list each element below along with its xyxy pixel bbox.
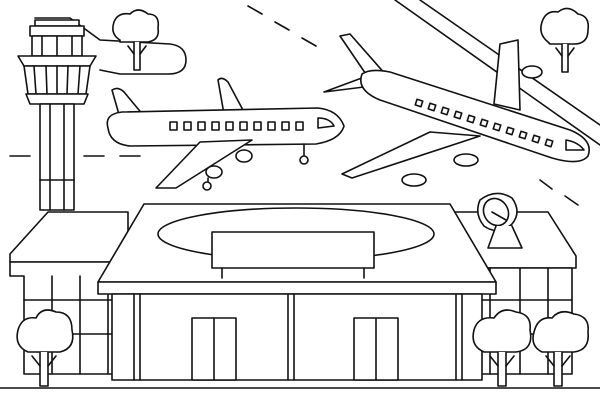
control-tower: [17, 19, 97, 211]
runway-diagonal-top: [247, 5, 579, 206]
tree-bottom-left: [16, 309, 74, 387]
jet-airliner-windows: [414, 98, 554, 148]
tree-bottom-right-2: [532, 310, 590, 387]
walkway-curve: [34, 17, 187, 75]
jet-airliner-right: [323, 33, 590, 187]
tree-top-center: [112, 9, 160, 71]
airliner-left: [106, 77, 345, 191]
terminal-sign-board: [211, 231, 375, 269]
terminal-left-wing: [9, 211, 129, 263]
tree-top-right: [540, 7, 590, 73]
satellite-dish: [476, 192, 523, 249]
airliner-left-windows: [169, 121, 304, 131]
tree-bottom-right-1: [472, 309, 532, 387]
